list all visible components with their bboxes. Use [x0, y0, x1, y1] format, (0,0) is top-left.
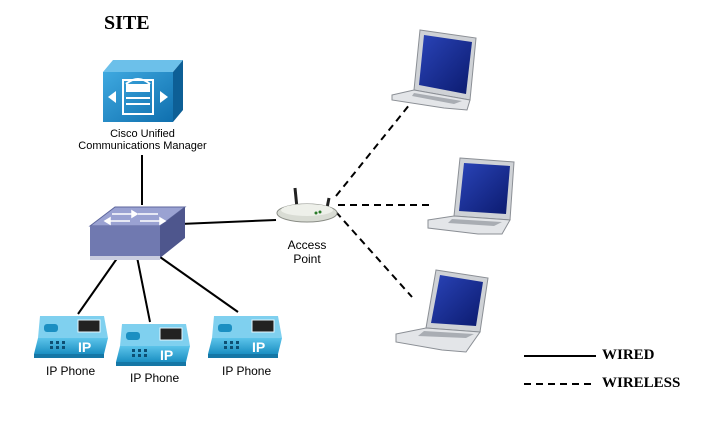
ip-phone-icon-3: IP [208, 316, 282, 358]
ip-phone-icon-2: IP [116, 324, 190, 366]
ip-phone-label-1: IP Phone [46, 364, 96, 378]
cucm-label: Cisco Unified Communications Manager [70, 128, 215, 152]
phone-badge-3: IP [252, 339, 265, 355]
link-switch-ap [179, 219, 277, 225]
wireless-link-laptop-1 [335, 103, 411, 197]
legend-wireless-label: WIRELESS [602, 375, 681, 391]
phone-badge-2: IP [160, 347, 173, 363]
laptop-icon-1 [391, 29, 477, 111]
wireless-access-point-icon [276, 187, 338, 223]
site-title: SITE [104, 12, 150, 34]
ip-phone-label-2: IP Phone [130, 371, 180, 385]
wireless-links [335, 103, 430, 298]
network-switch-icon [88, 206, 187, 260]
link-switch-phone-2 [136, 256, 151, 323]
access-point-label-line1: Access [287, 238, 327, 252]
link-switch-phone-3 [159, 256, 239, 313]
wireless-link-laptop-3 [335, 211, 413, 298]
cucm-label-line2: Communications Manager [78, 140, 207, 152]
laptop-icon-3 [395, 269, 489, 353]
access-point-label: Access Point [272, 238, 342, 266]
link-switch-phone-1 [77, 256, 119, 315]
legend-wired-label: WIRED [602, 347, 655, 363]
wired-links [77, 155, 277, 323]
access-point-label-line2: Point [293, 252, 321, 266]
laptop-icon-2 [427, 157, 515, 235]
call-manager-icon [103, 60, 183, 122]
cucm-label-line1: Cisco Unified [110, 128, 175, 140]
ip-phone-label-3: IP Phone [222, 364, 272, 378]
ip-phone-icon-1: IP [34, 316, 108, 358]
phone-badge-1: IP [78, 339, 91, 355]
